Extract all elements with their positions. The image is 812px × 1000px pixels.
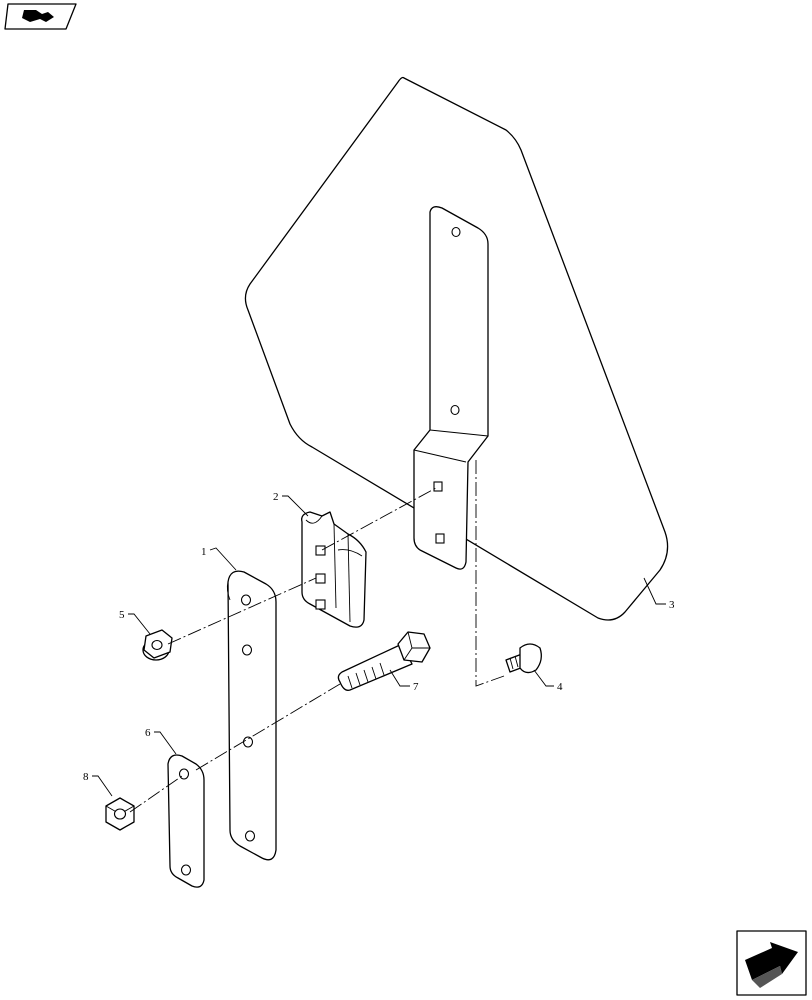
svg-text:6: 6 (145, 727, 151, 739)
book-arrow-icon[interactable] (4, 3, 77, 30)
assembly-centerlines (129, 460, 505, 813)
part-8-hex-nut (105, 797, 135, 831)
part-4-carriage-bolt (505, 643, 542, 674)
svg-text:3: 3 (669, 599, 675, 611)
svg-text:8: 8 (83, 771, 89, 783)
part-1-plate (226, 570, 277, 861)
callout-7: 7 (389, 669, 419, 693)
callout-2: 2 (273, 491, 309, 517)
part-6-short-plate (167, 754, 205, 888)
svg-text:4: 4 (557, 681, 563, 693)
part-3-bracket (413, 206, 489, 570)
part-7-hex-bolt (337, 631, 431, 691)
part-5-flange-nut (142, 629, 173, 661)
callout-6: 6 (145, 727, 177, 755)
callout-5: 5 (119, 609, 151, 635)
svg-text:2: 2 (273, 491, 279, 503)
callout-1: 1 (201, 546, 237, 571)
svg-text:5: 5 (119, 609, 125, 621)
part-2-channel-clip (301, 511, 367, 628)
svg-text:7: 7 (413, 681, 419, 693)
svg-text:1: 1 (201, 546, 207, 558)
next-page-arrow-icon[interactable] (736, 930, 807, 996)
callout-4: 4 (533, 669, 563, 693)
callout-3: 3 (643, 577, 675, 611)
callout-8: 8 (83, 771, 113, 797)
